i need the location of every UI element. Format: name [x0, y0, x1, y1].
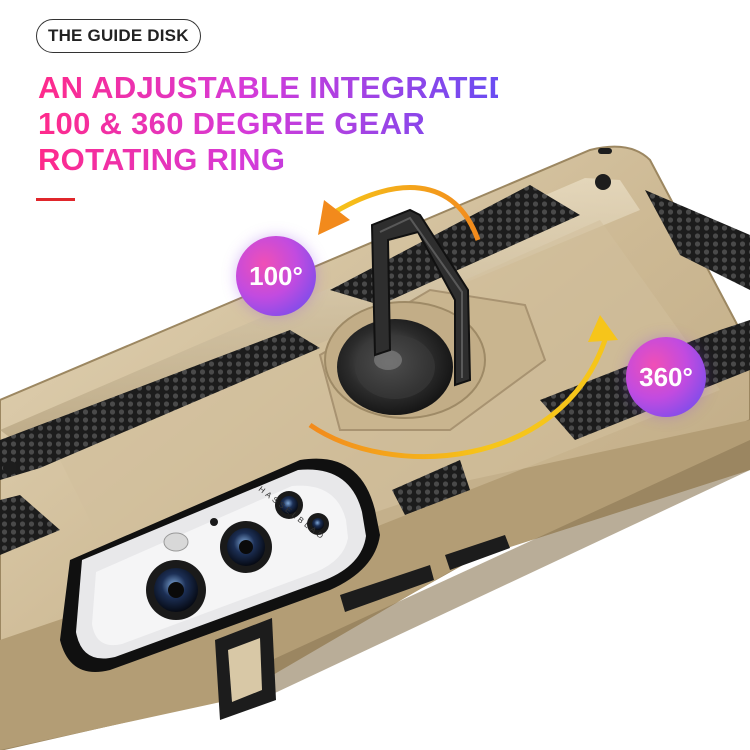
side-button — [215, 535, 510, 720]
ring-holder — [318, 208, 547, 431]
badge-100-degree: 100° — [236, 236, 316, 316]
badge-360-degree: 360° — [626, 337, 706, 417]
guide-disk-tag: THE GUIDE DISK — [36, 19, 201, 53]
headline-line-1: AN ADJUSTABLE INTEGRATED — [38, 70, 512, 105]
accent-divider — [36, 198, 75, 201]
headline-line-3: ROTATING RING — [38, 142, 286, 177]
rotation-arrow-bottom — [308, 315, 618, 460]
headline-line-2: 100 & 360 DEGREE GEAR — [38, 106, 426, 141]
rotation-arrow-top — [318, 185, 481, 241]
page-title: AN ADJUSTABLE INTEGRATED 100 & 360 DEGRE… — [38, 70, 498, 178]
camera-module: HASSELBLAD — [60, 458, 380, 672]
case-corner-holes — [3, 148, 612, 475]
